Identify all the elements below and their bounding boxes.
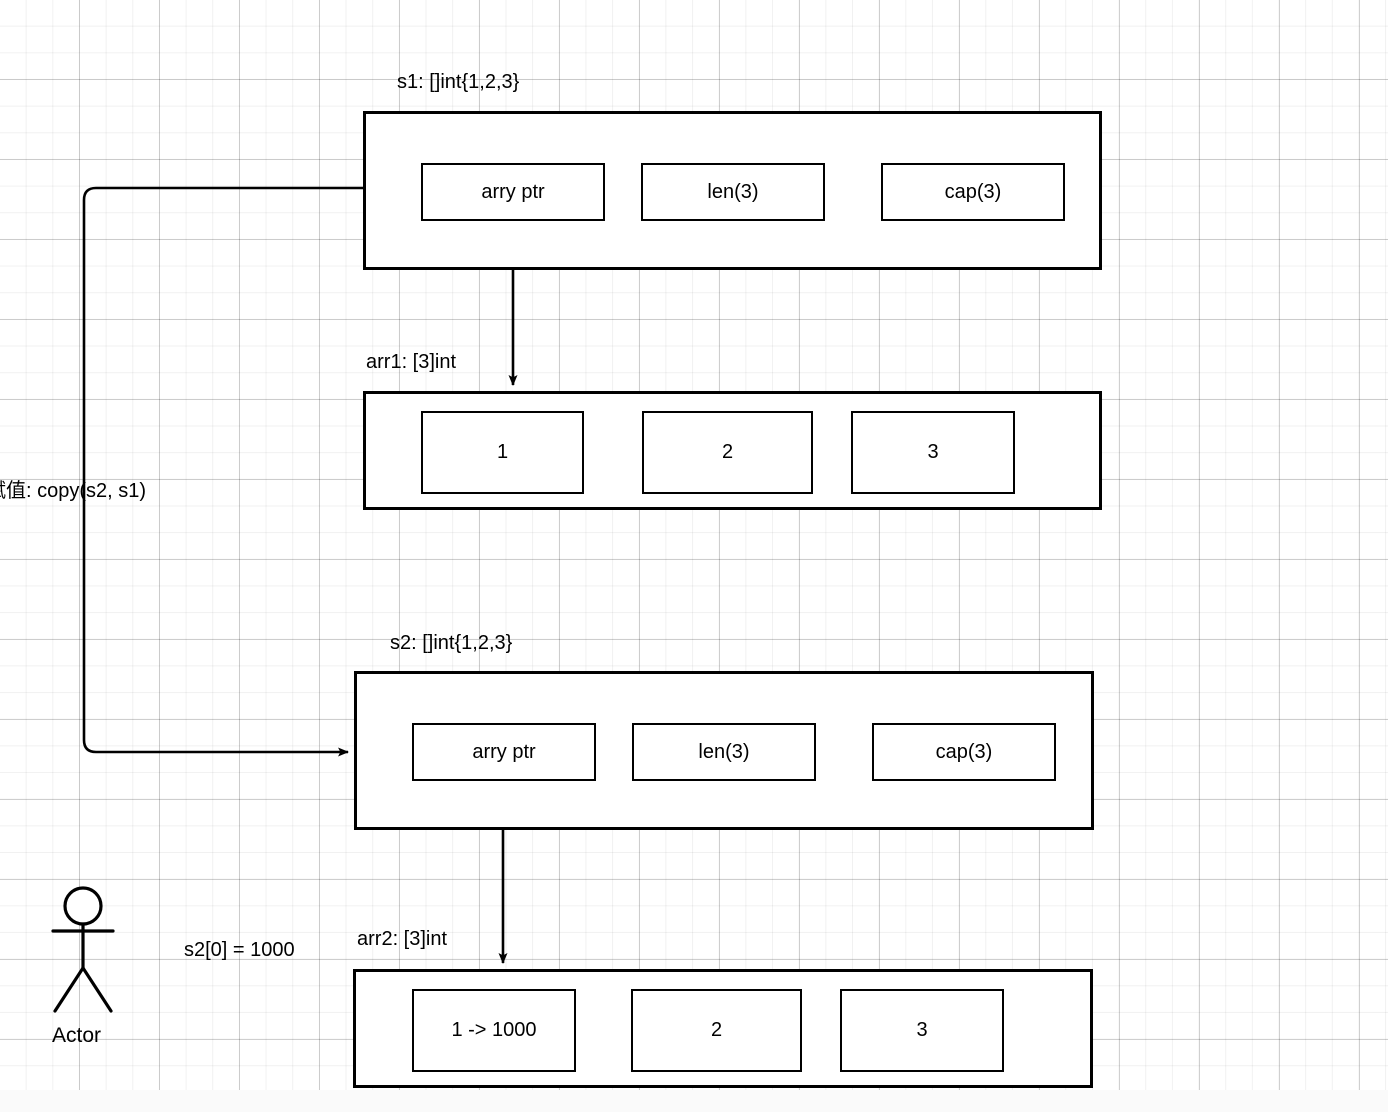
s1-field-cap[interactable]: cap(3) xyxy=(881,163,1065,221)
edge-s1-to-s2-copy xyxy=(82,186,363,757)
arr2-element-1[interactable]: 2 xyxy=(631,989,802,1072)
arr2-element-2[interactable]: 3 xyxy=(840,989,1004,1072)
label-s1: s1: []int{1,2,3} xyxy=(397,71,520,93)
arr1-element-0[interactable]: 1 xyxy=(421,411,584,494)
s1-field-len[interactable]: len(3) xyxy=(641,163,825,221)
canvas-outside-area xyxy=(0,1090,1388,1112)
struct-box-s2[interactable]: arry ptr len(3) cap(3) xyxy=(354,671,1094,830)
s2-field-arry-ptr[interactable]: arry ptr xyxy=(412,723,596,781)
label-assign-note: s2[0] = 1000 xyxy=(184,939,295,961)
s2-field-len[interactable]: len(3) xyxy=(632,723,816,781)
label-arr2: arr2: [3]int xyxy=(357,928,448,950)
label-actor: Actor xyxy=(52,1024,102,1047)
label-s2: s2: []int{1,2,3} xyxy=(390,632,513,654)
label-copy-edge: 赋值: copy(s2, s1) xyxy=(0,480,147,502)
actor-figure xyxy=(51,886,115,1013)
array-box-arr2[interactable]: 1 -> 1000 2 3 xyxy=(353,969,1093,1088)
arr1-element-2[interactable]: 3 xyxy=(851,411,1015,494)
array-box-arr1[interactable]: 1 2 3 xyxy=(363,391,1102,510)
arr1-element-1[interactable]: 2 xyxy=(642,411,813,494)
s2-field-cap[interactable]: cap(3) xyxy=(872,723,1056,781)
s1-field-arry-ptr[interactable]: arry ptr xyxy=(421,163,605,221)
arr2-element-0[interactable]: 1 -> 1000 xyxy=(412,989,576,1072)
struct-box-s1[interactable]: arry ptr len(3) cap(3) xyxy=(363,111,1102,270)
label-arr1: arr1: [3]int xyxy=(366,351,457,373)
